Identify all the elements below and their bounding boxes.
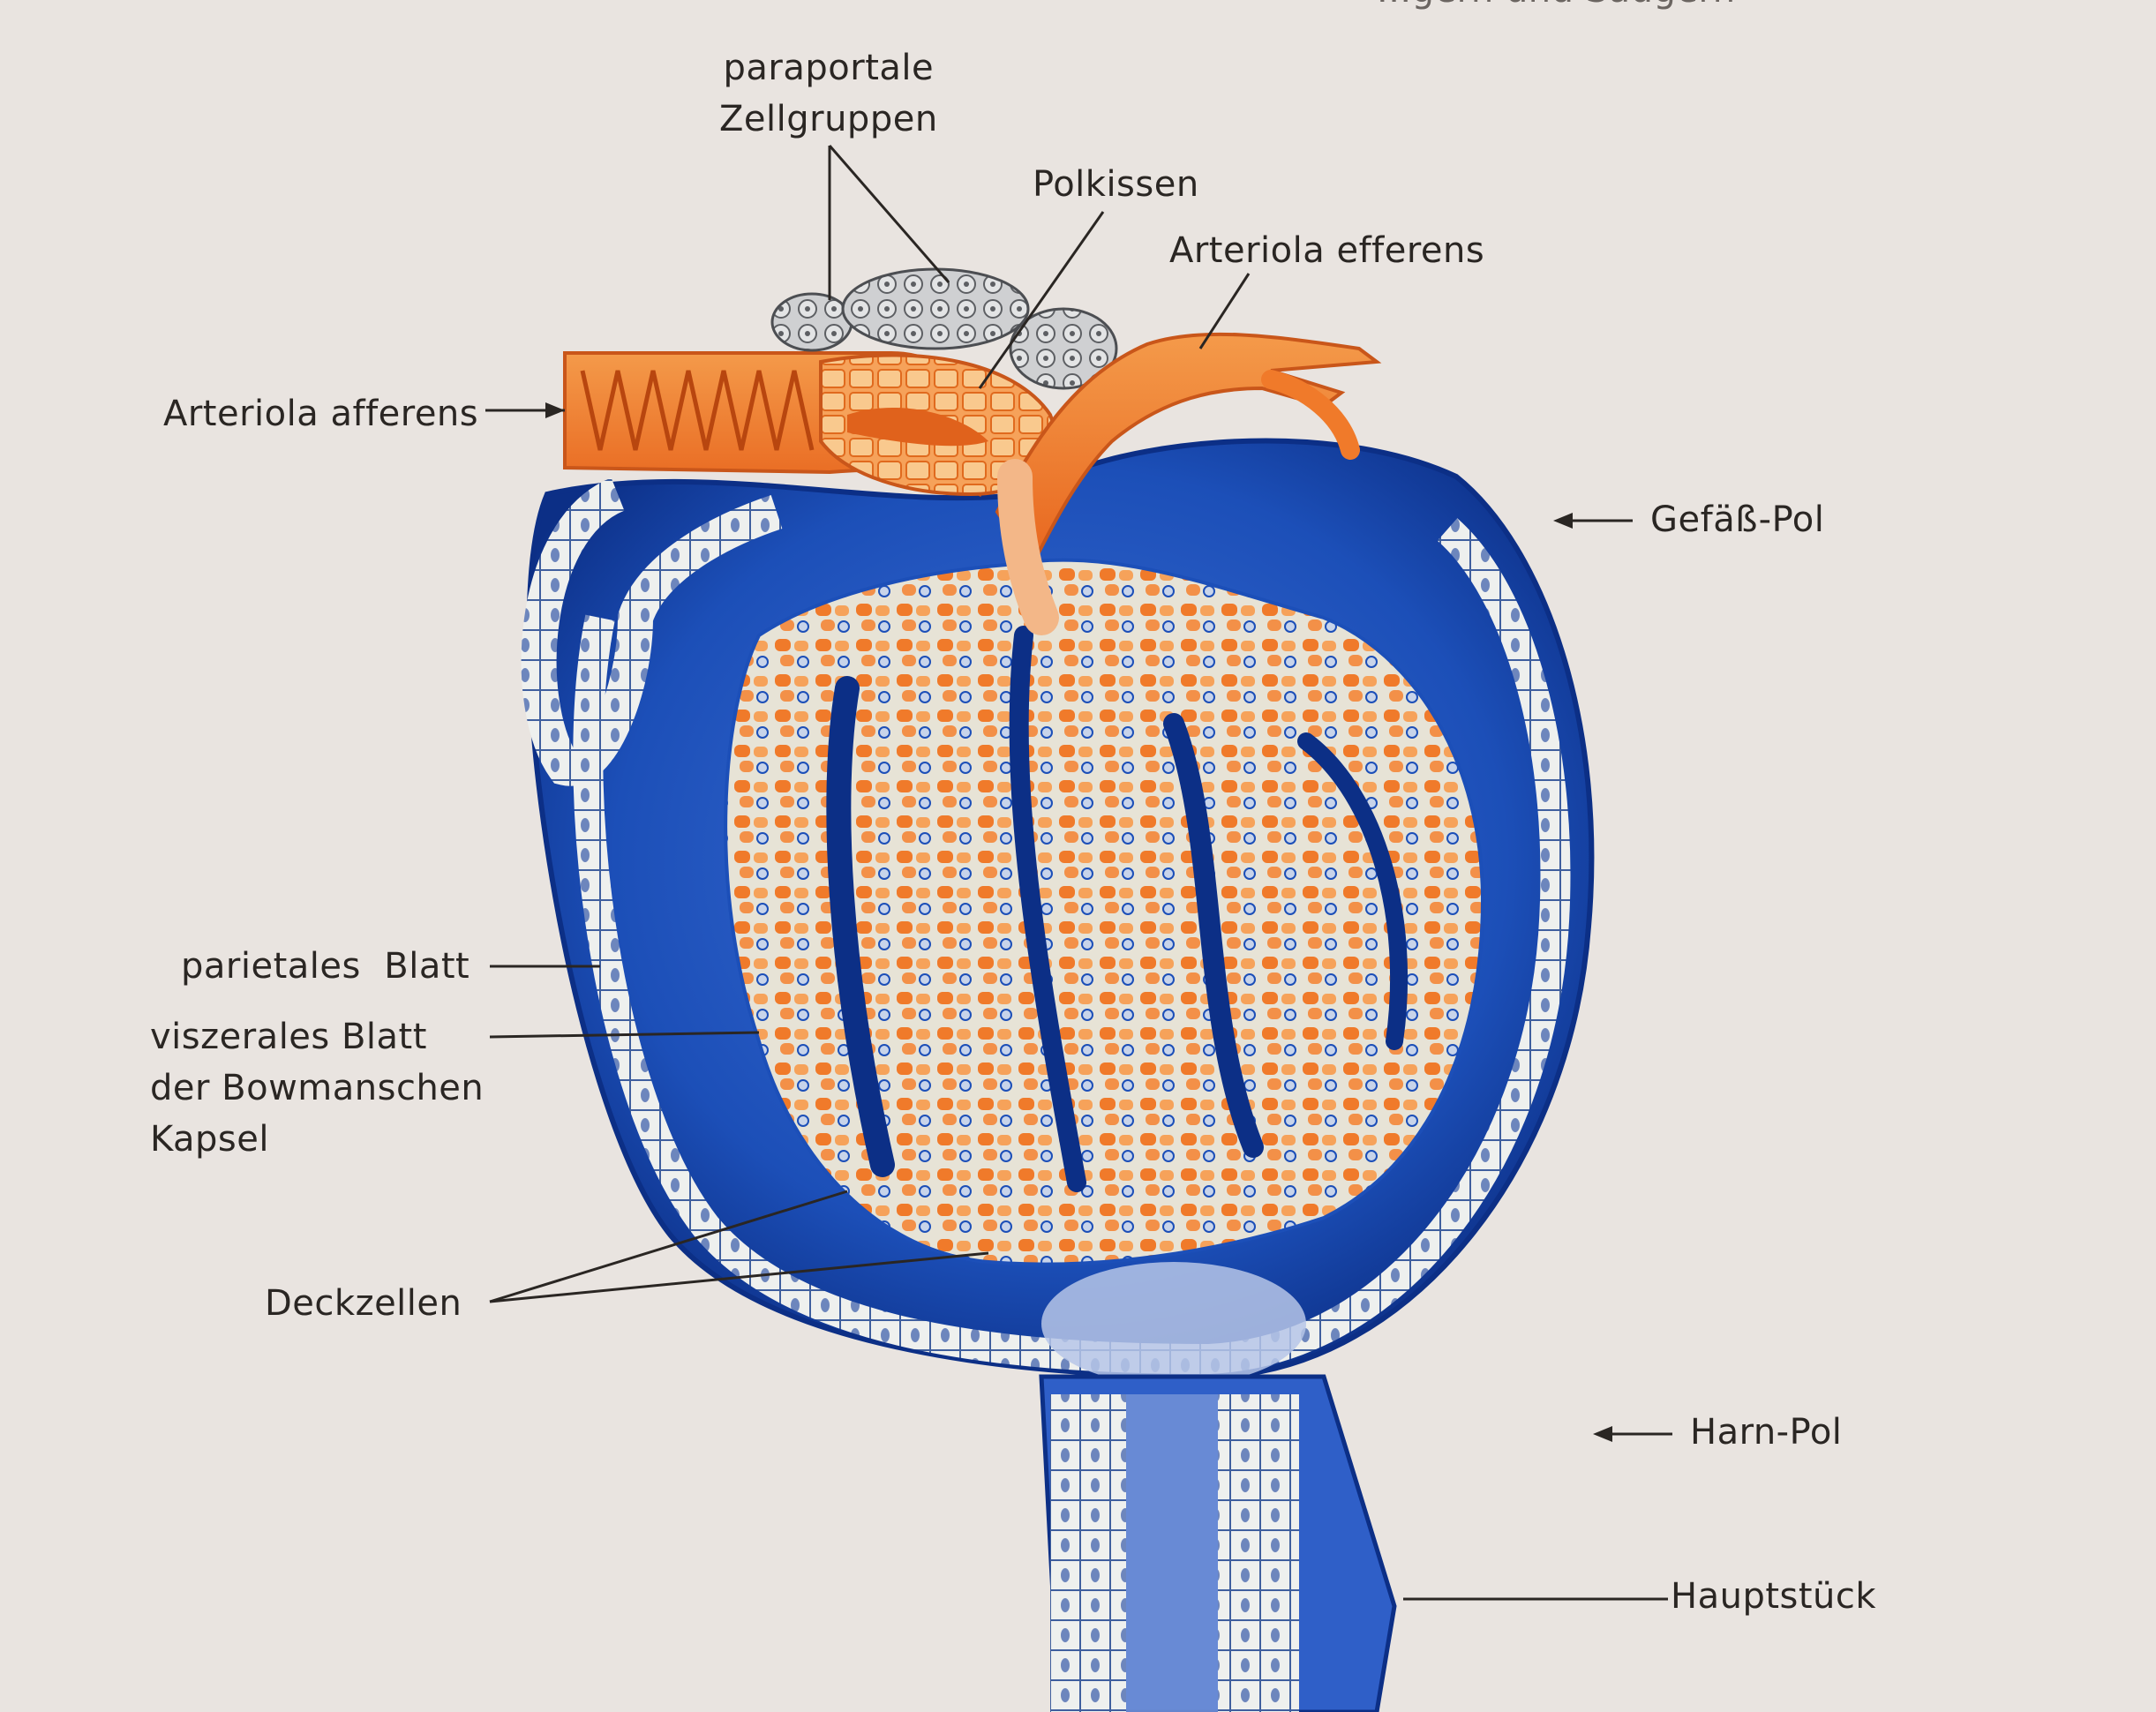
- capillary-tuft: [724, 558, 1485, 1266]
- efferens-branch: [1261, 370, 1360, 460]
- polkissen-lumen: [847, 407, 988, 447]
- tubule-cell-column-right: [1218, 1394, 1299, 1712]
- label-viszerales-blatt: viszerales Blatt der Bowmanschen Kapsel: [150, 1017, 485, 1160]
- label-polkissen: Polkissen: [1033, 164, 1199, 205]
- arrowheads: [545, 402, 1612, 1442]
- efferens-stalk: [997, 459, 1059, 635]
- arrow-afferens: [545, 402, 565, 418]
- arrow-gefaess: [1553, 513, 1573, 529]
- header-fragment: ...gern und Säugern: [1377, 0, 1736, 16]
- arteriola-afferens-wall-pattern: [580, 370, 815, 451]
- label-deckzellen: Deckzellen: [265, 1283, 462, 1324]
- tubule-lumen: [1126, 1394, 1218, 1712]
- lobule-gap: [1163, 713, 1264, 1158]
- label-hauptstueck: Hauptstück: [1671, 1576, 1877, 1617]
- paraportal-cell-group: [770, 292, 853, 352]
- left-epithelial-fold: [521, 477, 783, 786]
- leader-deckzellen-1: [489, 1190, 848, 1303]
- leader-polkissen: [978, 211, 1105, 389]
- lobule-gap: [826, 676, 895, 1177]
- leader-efferens: [1198, 273, 1251, 349]
- label-gefaess-pol: Gefäß-Pol: [1650, 499, 1825, 540]
- tubule-cell-column-left: [1050, 1394, 1126, 1712]
- label-paraportale-zellgruppen: paraportale Zellgruppen: [719, 48, 938, 139]
- arrow-harn: [1593, 1426, 1612, 1442]
- label-parietales-blatt: parietales Blatt: [181, 946, 470, 987]
- leader-lines: [485, 145, 1672, 1601]
- leader-viszerales: [489, 1031, 760, 1039]
- paraportal-cell-group: [841, 267, 1030, 350]
- label-harn-pol: Harn-Pol: [1690, 1412, 1843, 1453]
- lobule-gap: [1009, 626, 1086, 1192]
- label-arteriola-efferens: Arteriola efferens: [1169, 230, 1485, 271]
- leader-deckzellen-2: [489, 1251, 989, 1303]
- paraportal-cell-group: [1009, 307, 1118, 390]
- leader-paraportale-2: [828, 145, 950, 283]
- lobule-gap: [1297, 732, 1409, 1050]
- label-arteriola-afferens: Arteriola afferens: [163, 394, 479, 434]
- urinary-pole-region: [1041, 1262, 1306, 1385]
